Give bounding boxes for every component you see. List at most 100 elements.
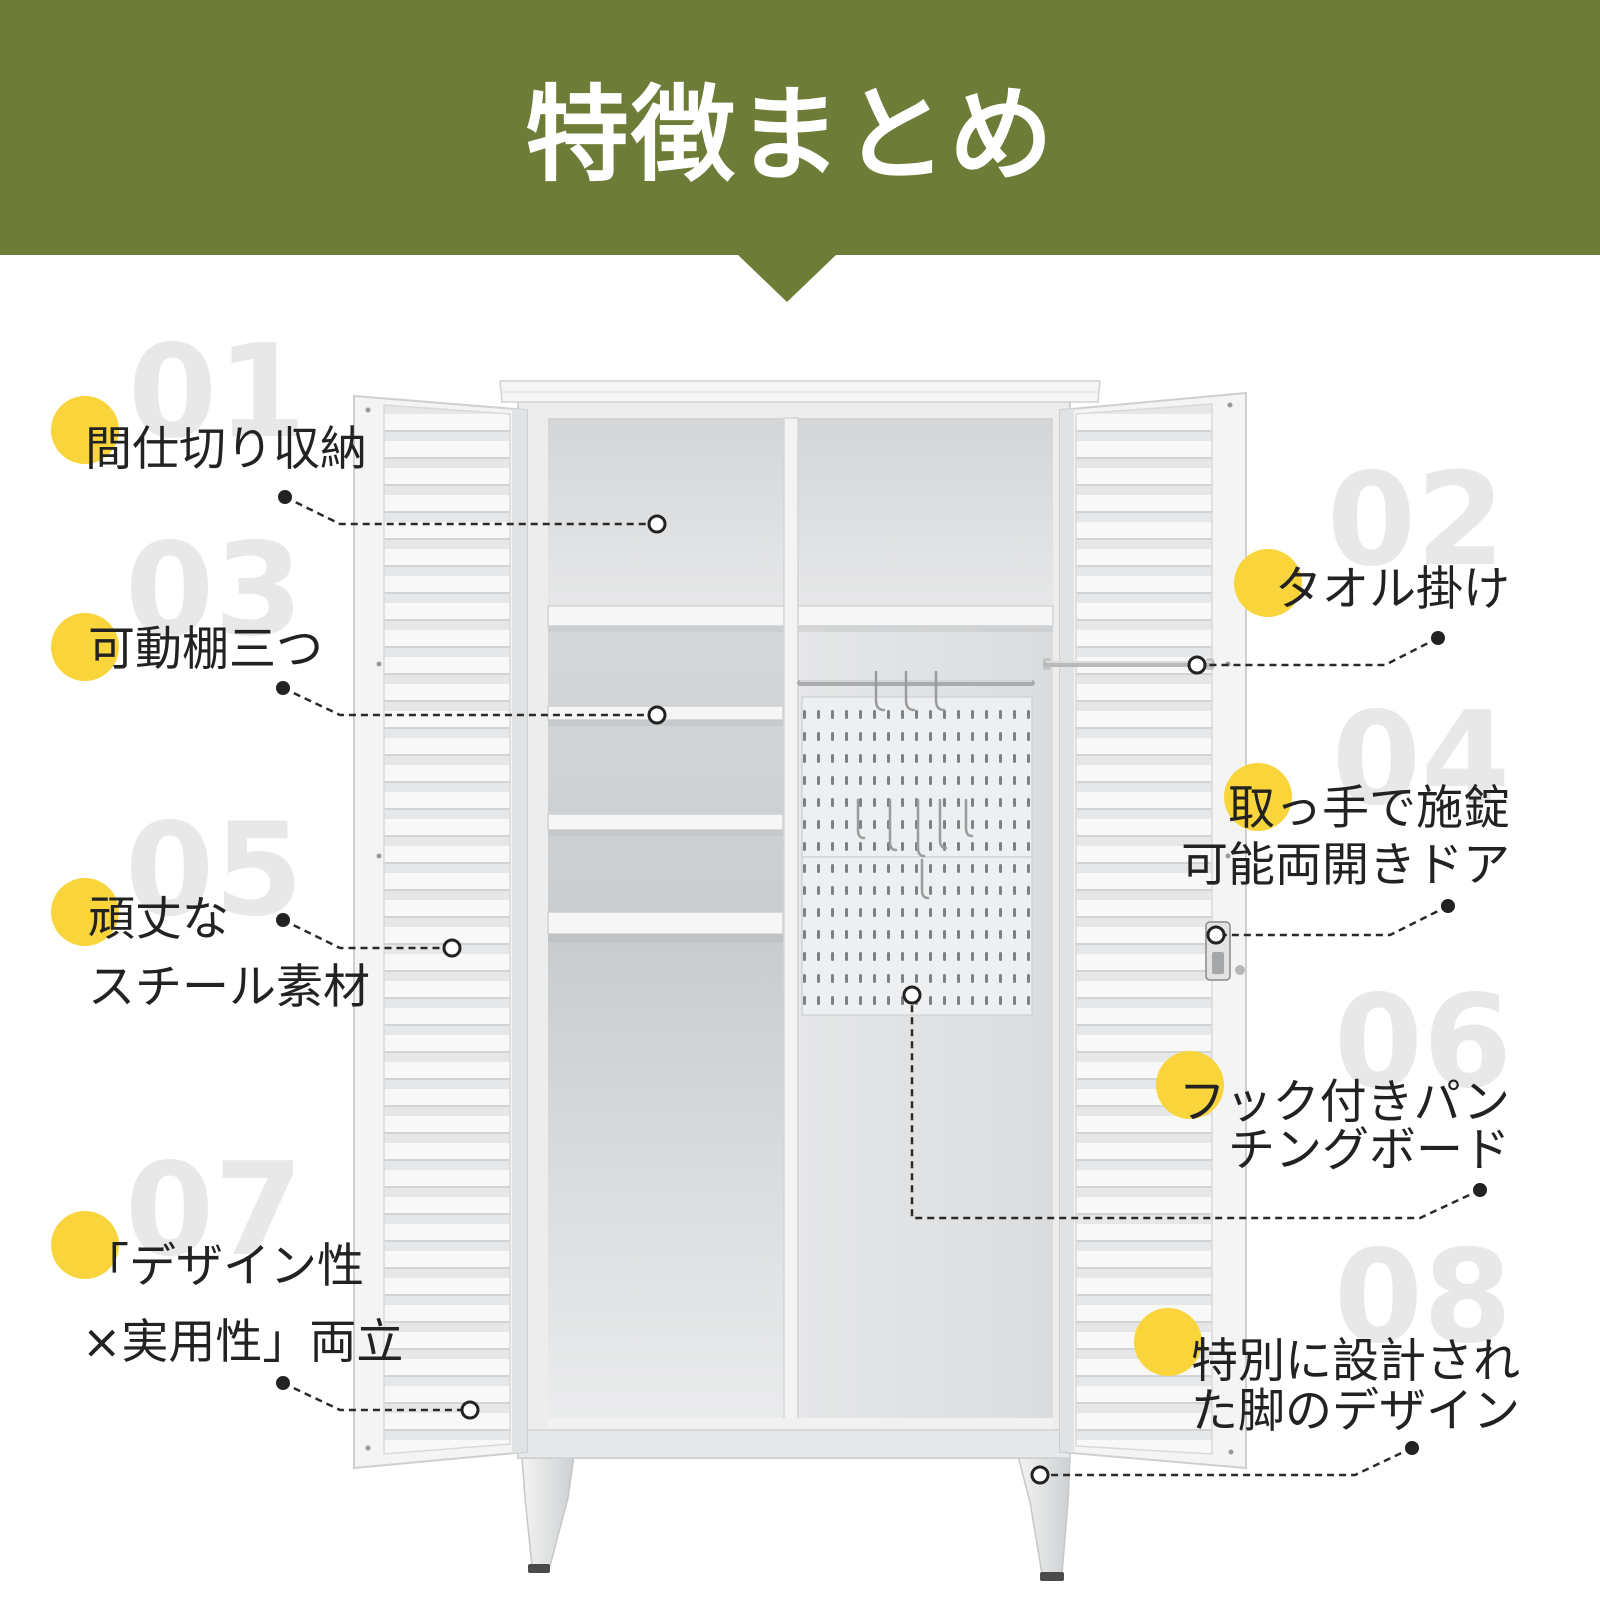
callout-dot-04 [1441, 899, 1455, 913]
page-title: 特徴まとめ [524, 74, 1055, 196]
feature-label-06-line-1: フック付きパン [1178, 1075, 1510, 1130]
callout-ring-05 [442, 938, 462, 958]
right-door-screw [1227, 402, 1233, 408]
callout-ring-08 [1030, 1465, 1050, 1485]
header-banner [0, 0, 1600, 255]
callout-dot-01 [278, 490, 292, 504]
cabinet-legs [521, 1455, 1071, 1581]
interior-upper-left [548, 418, 788, 610]
callout-ring-01 [647, 514, 667, 534]
callout-line-01 [284, 495, 650, 526]
feature-label-05-line-1: 頑丈な [88, 892, 229, 947]
feature-label-01: 間仕切り収納 [85, 422, 367, 478]
callout-ring-03 [647, 705, 667, 725]
right-door-edge [1060, 409, 1074, 1452]
feature-number-08: 08 [1333, 1223, 1512, 1372]
cabinet-foot-right [1040, 1572, 1064, 1581]
feature-marker-06 [1156, 1051, 1224, 1119]
shelf-2 [547, 813, 784, 831]
left-door-screw [376, 853, 382, 859]
header-pointer [737, 254, 837, 302]
feature-number-01: 01 [128, 318, 307, 467]
shelf-2-shadow [548, 830, 783, 836]
callout-dot-07 [276, 1376, 290, 1390]
hook-5 [888, 798, 898, 852]
feature-label-02: タオル掛け [1275, 562, 1510, 618]
cabinet-leg-left [521, 1455, 575, 1567]
feature-marker-08 [1134, 1308, 1202, 1376]
feature-marker-03 [51, 613, 119, 681]
feature-label-08-line-2: た脚のデザイン [1191, 1384, 1520, 1439]
left-door-screw [376, 661, 382, 667]
shelf-1-shadow [548, 720, 783, 726]
lock-handle [1212, 952, 1224, 974]
hook-1 [874, 670, 886, 712]
feature-label-04-line-2: 可能両開きドア [1181, 838, 1510, 893]
feature-number-02: 02 [1326, 446, 1505, 595]
feature-label-06: フック付きパン チングボード [1179, 1079, 1510, 1175]
feature-label-04: 取っ手で施錠 可能両開きドア [1181, 780, 1510, 894]
shelf-3-shadow [548, 934, 783, 942]
callout-ring-06 [902, 985, 922, 1005]
left-door [353, 394, 528, 1470]
callout-line-04 [1224, 904, 1449, 937]
feature-number-03: 03 [125, 516, 304, 665]
feature-marker-02 [1234, 549, 1302, 617]
callout-line-05 [282, 918, 444, 950]
feature-marker-04 [1224, 763, 1292, 831]
feature-marker-05 [51, 878, 119, 946]
callout-line-03 [282, 686, 650, 717]
feature-marker-01 [51, 396, 119, 464]
hook-6 [916, 798, 926, 858]
right-door-screw [1225, 853, 1231, 859]
feature-label-03-line-1: 可動棚三つ [88, 622, 323, 677]
left-door-screw [365, 1445, 371, 1451]
shelf-3 [547, 911, 784, 935]
left-door-screw [365, 407, 371, 413]
feature-label-02-line-1: タオル掛け [1275, 562, 1510, 617]
center-divider [783, 417, 799, 1423]
interior-lower-left [548, 626, 784, 1422]
callout-lines [282, 495, 1481, 1477]
hook-2 [904, 670, 916, 712]
pegboard-hooks [856, 670, 974, 900]
feature-label-05: 頑丈な スチール素材 [88, 886, 370, 1022]
callout-start-dots [276, 490, 1487, 1455]
callout-target-rings [442, 514, 1226, 1485]
callout-dot-06 [1473, 1183, 1487, 1197]
cabinet [353, 380, 1247, 1581]
hook-4 [856, 798, 866, 840]
feature-label-01-line-1: 間仕切り収納 [85, 422, 367, 477]
left-door-louvers [383, 404, 511, 1455]
lock-knob [1235, 965, 1245, 975]
feature-label-08: 特別に設計され た脚のデザイン [1191, 1337, 1520, 1437]
callout-dot-05 [276, 913, 290, 927]
pegboard-lower [801, 856, 1033, 1016]
upper-shelf-shadow [548, 626, 1053, 632]
right-door-screw [1228, 1449, 1234, 1455]
cabinet-base [517, 1429, 1071, 1459]
right-door-louvers [1075, 403, 1213, 1455]
feature-label-06-line-2: チングボード [1228, 1123, 1510, 1178]
callout-dot-08 [1405, 1441, 1419, 1455]
interior-upper-right [798, 418, 1053, 610]
hook-9 [920, 858, 930, 900]
callout-line-07 [282, 1381, 462, 1412]
feature-label-07-line-1: 「デザイン性 [82, 1239, 364, 1294]
callout-ring-02 [1187, 655, 1207, 675]
callout-dot-02 [1431, 631, 1445, 645]
hook-8 [964, 798, 974, 838]
feature-number-05: 05 [125, 796, 304, 945]
feature-number-04: 04 [1331, 685, 1510, 834]
feature-number-07: 07 [125, 1136, 304, 1285]
adjustable-shelves [547, 705, 784, 942]
interior-floor [548, 1418, 1053, 1430]
feature-label-08-line-1: 特別に設計され [1191, 1334, 1520, 1389]
left-door-edge [512, 409, 527, 1453]
callout-ring-07 [460, 1400, 480, 1420]
hook-7 [938, 798, 948, 850]
hook-3 [934, 670, 946, 712]
callout-dot-03 [276, 681, 290, 695]
